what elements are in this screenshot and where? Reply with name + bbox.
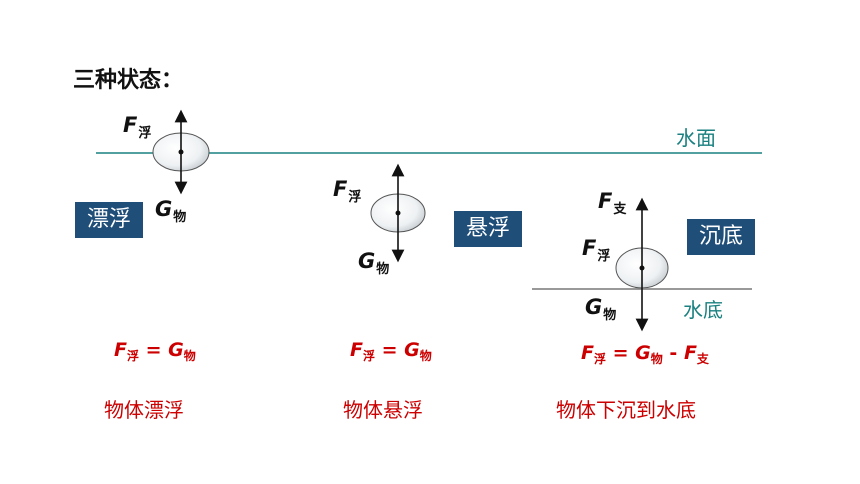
formula-operator: - <box>669 342 684 364</box>
formula-subscript: 物 <box>650 352 663 366</box>
force-symbol: F <box>123 113 138 137</box>
force-symbol: G <box>358 249 376 273</box>
caption-floating: 物体漂浮 <box>104 398 184 422</box>
force-subscript: 物 <box>603 308 617 323</box>
force-symbol: F <box>582 236 597 260</box>
formula-sunk: F浮 = G物 - F支 <box>581 342 709 366</box>
formula-subscript: 物 <box>183 349 196 363</box>
water-surface-label: 水面 <box>676 126 716 150</box>
water-bottom-label: 水底 <box>683 298 723 322</box>
force-subscript: 支 <box>613 202 627 217</box>
formula-symbol: F <box>581 342 594 364</box>
sunk-support-label: F支 <box>598 189 626 217</box>
force-symbol: G <box>585 295 603 319</box>
caption-suspended: 物体悬浮 <box>343 398 423 422</box>
suspended-buoyancy-label: F浮 <box>333 177 361 205</box>
force-subscript: 浮 <box>597 249 611 264</box>
state-box-floating: 漂浮 <box>75 202 143 238</box>
formula-symbol: F <box>350 339 363 361</box>
force-symbol: F <box>598 189 613 213</box>
formula-subscript: 浮 <box>362 349 375 363</box>
state-box-suspended: 悬浮 <box>454 211 522 247</box>
force-subscript: 物 <box>173 210 187 225</box>
formula-subscript: 支 <box>696 352 709 366</box>
formula-symbol: G <box>168 339 184 361</box>
floating-gravity-label: G物 <box>155 197 186 225</box>
formula-symbol: G <box>404 339 420 361</box>
formula-floating: F浮 = G物 <box>114 339 196 363</box>
floating-buoyancy-label: F浮 <box>123 113 151 141</box>
suspended-gravity-label: G物 <box>358 249 389 277</box>
force-subscript: 物 <box>376 262 390 277</box>
sunk-gravity-label: G物 <box>585 295 616 323</box>
force-symbol: G <box>155 197 173 221</box>
force-subscript: 浮 <box>348 190 362 205</box>
page-title: 三种状态： <box>73 68 184 93</box>
force-subscript: 浮 <box>138 126 152 141</box>
formula-symbol: F <box>114 339 127 361</box>
formula-symbol: F <box>683 342 697 364</box>
formula-operator: = <box>381 339 405 361</box>
formula-subscript: 浮 <box>126 349 139 363</box>
formula-subscript: 物 <box>419 349 432 363</box>
formula-subscript: 浮 <box>593 352 606 366</box>
formula-operator: = <box>612 342 629 364</box>
formula-symbol: G <box>635 342 651 364</box>
formula-suspended: F浮 = G物 <box>350 339 432 363</box>
formula-operator: = <box>145 339 162 361</box>
state-box-sunk: 沉底 <box>687 219 755 255</box>
caption-sunk: 物体下沉到水底 <box>556 398 696 422</box>
sunk-buoyancy-label: F浮 <box>582 236 610 264</box>
force-symbol: F <box>333 177 348 201</box>
